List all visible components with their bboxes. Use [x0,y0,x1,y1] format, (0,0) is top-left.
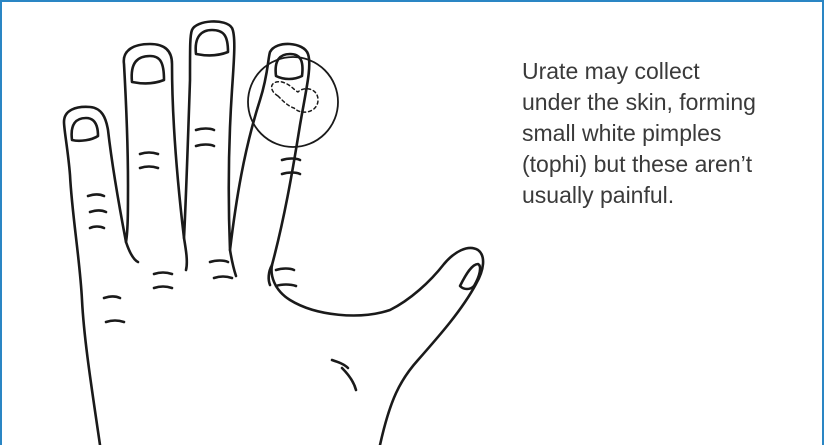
tophi-highlight-circle [248,57,338,147]
caption-line: (tophi) but these aren’t [522,149,822,180]
nail-thumb [460,264,480,289]
hand-outline [64,21,483,445]
finger-gap-3 [230,250,236,276]
finger-gap-1 [126,242,138,262]
caption-line: usually painful. [522,180,822,211]
finger-gap-2 [184,238,187,270]
nail-ring [132,56,164,83]
caption-line: small white pimples [522,118,822,149]
tophi-nodules [272,82,318,112]
nail-middle [196,30,228,55]
caption-line: Urate may collect [522,56,822,87]
nail-pinky [72,118,98,141]
caption-line: under the skin, forming [522,87,822,118]
caption-text: Urate may collect under the skin, formin… [522,56,822,211]
